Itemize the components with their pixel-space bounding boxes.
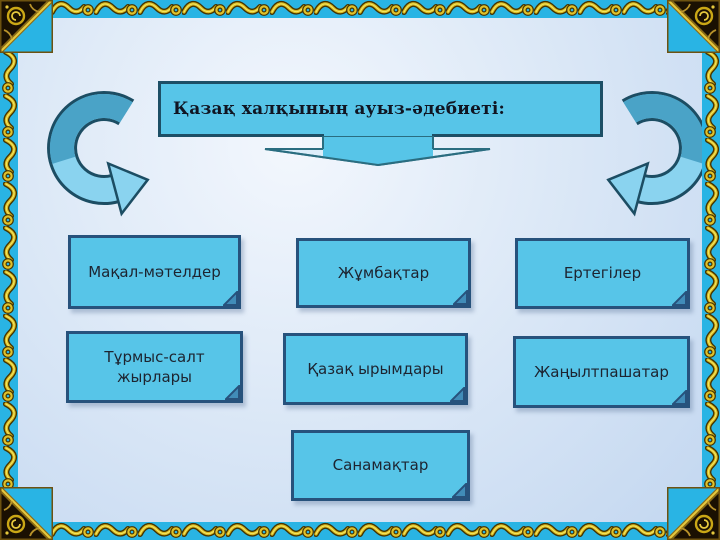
slide-title-text: Қазақ халқының ауыз-әдебиеті: (173, 99, 505, 119)
node-label: Жаңылтпашатар (534, 362, 669, 381)
slide-title: Қазақ халқының ауыз-әдебиеті: (158, 81, 603, 137)
node-makal-matelder: Мақал-мәтелдер (68, 235, 241, 309)
node-ertegiler: Ертегілер (515, 238, 690, 309)
node-label: Мақал-мәтелдер (88, 262, 221, 281)
ornament-border-left (0, 50, 18, 490)
folded-corner-icon (672, 390, 687, 405)
folded-corner-icon (223, 291, 238, 306)
curved-arrow-right-icon (606, 91, 709, 217)
curved-arrow-left-icon (47, 91, 150, 217)
node-turmys-salt-zhyrlary: Тұрмыс-салт жырлары (66, 331, 243, 403)
node-label: Санамақтар (332, 456, 429, 475)
folded-corner-icon (672, 291, 687, 306)
node-label: Ертегілер (563, 264, 642, 283)
node-label: Жұмбақтар (337, 263, 430, 282)
slide-canvas: Қазақ халқының ауыз-әдебиеті: Мақал-мәте… (18, 18, 709, 522)
node-sanamaktar: Санамақтар (291, 430, 470, 501)
ornament-border-right (702, 50, 720, 490)
down-chevron-arrow-icon (264, 132, 491, 167)
node-zhanyltpashatar: Жаңылтпашатар (513, 336, 690, 408)
folded-corner-icon (453, 290, 468, 305)
folded-corner-icon (225, 385, 240, 400)
ornament-corner-top-right (667, 0, 720, 53)
ornament-border-bottom (50, 522, 670, 540)
node-kazak-yrymdary: Қазақ ырымдары (283, 333, 468, 405)
ornament-corner-bottom-right (667, 487, 720, 540)
ornament-corner-top-left (0, 0, 53, 53)
ornament-border-top (50, 0, 670, 18)
node-label: Қазақ ырымдары (307, 359, 444, 378)
ornament-corner-bottom-left (0, 487, 53, 540)
node-label: Тұрмыс-салт жырлары (104, 347, 205, 386)
node-zhumbaktar: Жұмбақтар (296, 238, 471, 308)
folded-corner-icon (450, 387, 465, 402)
folded-corner-icon (452, 483, 467, 498)
